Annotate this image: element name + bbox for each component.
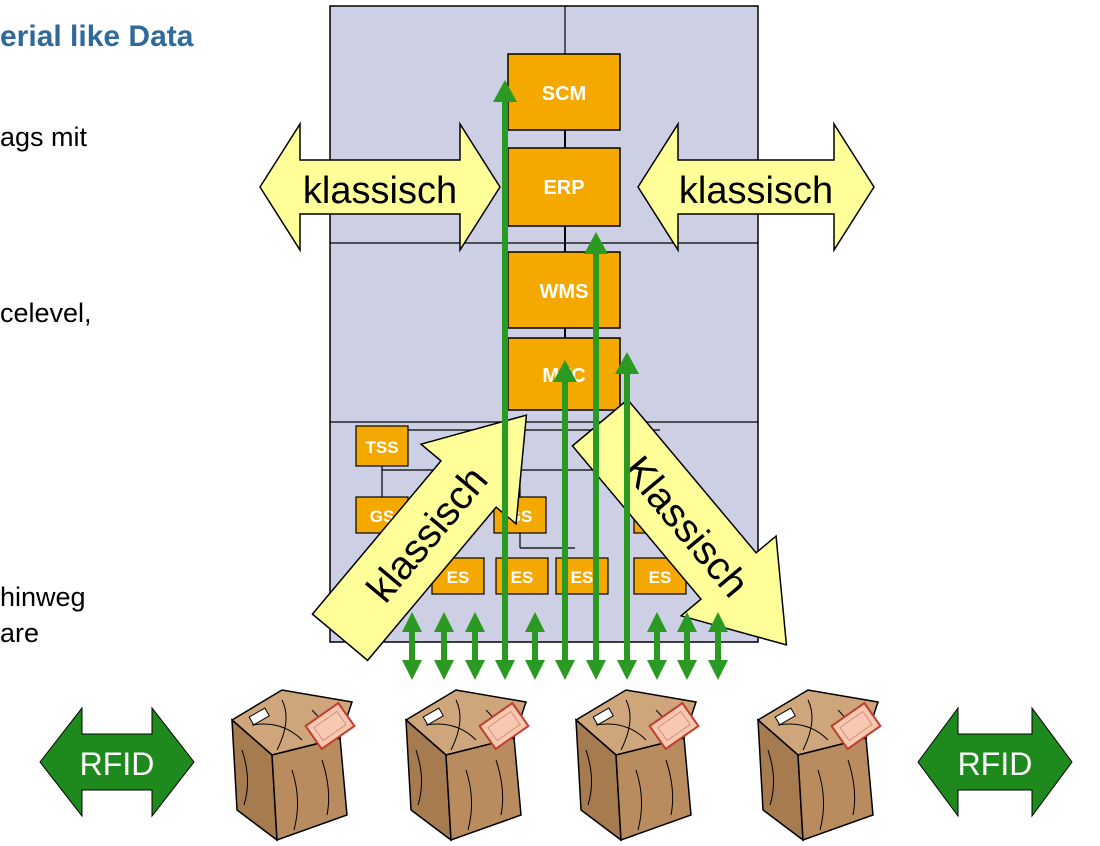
svg-text:SCM: SCM <box>542 83 586 105</box>
bullet-text-2: celevel, <box>0 298 92 328</box>
svg-text:RFID: RFID <box>80 746 155 782</box>
box-wms: WMS <box>507 251 621 329</box>
svg-text:klassisch: klassisch <box>679 170 833 212</box>
bullet-text-3: hinweg <box>0 582 86 612</box>
svg-text:GS: GS <box>370 507 395 526</box>
green-flow-arrows <box>402 80 728 680</box>
svg-text:ES: ES <box>511 568 534 587</box>
svg-text:ES: ES <box>447 568 470 587</box>
box-scm: SCM <box>507 53 621 131</box>
bullet-text-1: ags mit <box>0 122 88 152</box>
svg-text:klassisch: klassisch <box>303 170 457 212</box>
rfid-double-arrow-left: RFID <box>39 706 195 818</box>
svg-text:ERP: ERP <box>543 177 584 199</box>
slide-heading: erial like Data <box>0 20 194 53</box>
box-tss: TSS <box>355 425 409 467</box>
bullet-text-4: are <box>0 618 40 648</box>
package-icon-3 <box>575 689 700 841</box>
svg-text:WMS: WMS <box>540 281 589 303</box>
klassisch-double-arrow-right: klassisch <box>637 121 875 253</box>
svg-text:TSS: TSS <box>365 438 398 457</box>
rfid-double-arrow-right: RFID <box>917 706 1073 818</box>
package-icon-1 <box>231 689 356 841</box>
box-erp: ERP <box>507 147 621 227</box>
svg-text:ES: ES <box>649 568 672 587</box>
svg-text:ES: ES <box>571 568 594 587</box>
box-es-4: ES <box>633 557 687 595</box>
package-icon-2 <box>405 689 530 841</box>
klassisch-double-arrow-left: klassisch <box>259 121 501 253</box>
package-icon-4 <box>757 689 882 841</box>
svg-text:RFID: RFID <box>958 746 1033 782</box>
